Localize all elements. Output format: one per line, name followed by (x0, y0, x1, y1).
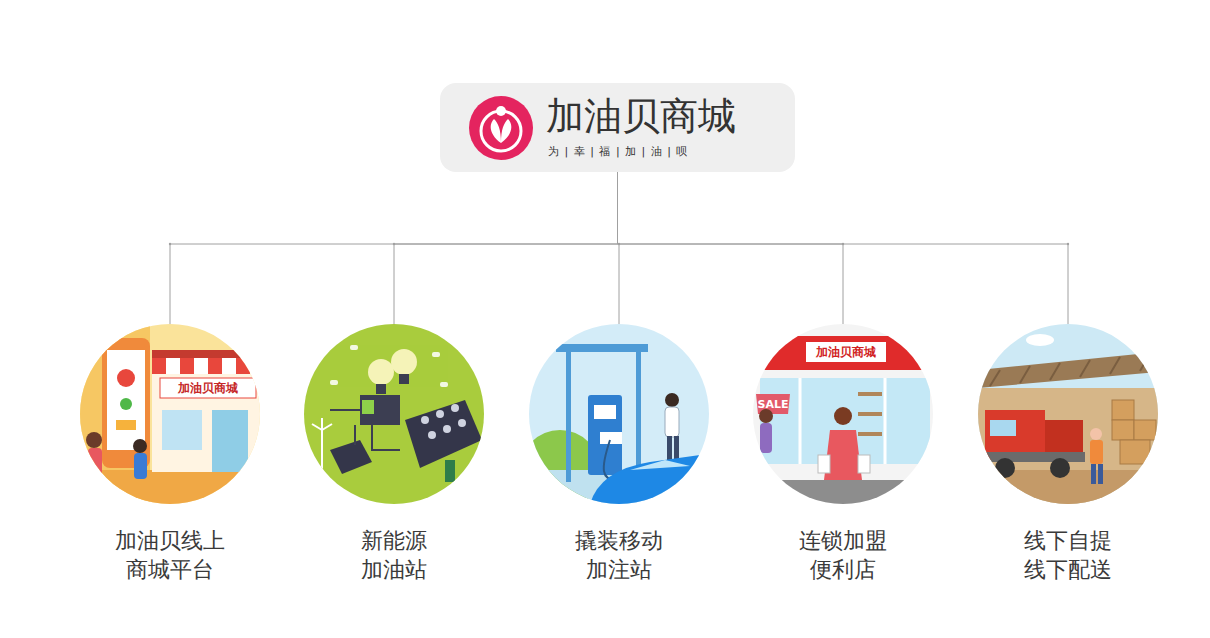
category-caption: 线下自提 线下配送 (1024, 526, 1112, 584)
tree-connector (618, 172, 1069, 324)
junction-dot (1067, 243, 1069, 245)
category-circle: 线下自提 线下配送 (958, 324, 1178, 594)
logo-disc (469, 96, 533, 160)
category-circle: 新能源 加油站 (284, 324, 504, 594)
sale-tag: SALE (758, 398, 789, 411)
category-circle: 连锁加盟 便利店 (733, 324, 953, 594)
store-illustration (753, 324, 933, 510)
junction-dot (618, 243, 620, 245)
category-circle: 加油贝线上 商城平台 (60, 324, 280, 594)
logo-bud (496, 106, 506, 116)
category-caption: 撬装移动 加注站 (575, 526, 663, 584)
junction-dot (393, 243, 395, 245)
junction-dot (169, 243, 171, 245)
logo-leaf (491, 119, 512, 143)
shop-illustration (80, 324, 262, 510)
category-caption: 加油贝线上 商城平台 (115, 526, 225, 584)
tree-connector (170, 172, 618, 324)
category-caption: 连锁加盟 便利店 (799, 526, 887, 584)
logo-box: 加油贝商城为 | 幸 | 福 | 加 | 油 | 呗 (440, 83, 795, 172)
delivery-illustration (978, 324, 1158, 510)
tree-connector (618, 172, 844, 324)
brand-slogan: 为 | 幸 | 福 | 加 | 油 | 呗 (548, 145, 689, 159)
shop-sign: 加油贝商城 (178, 380, 238, 397)
category-circle: 撬装移动 加注站 (509, 324, 729, 594)
logo-icon (468, 95, 534, 161)
brand-name: 加油贝商城 (546, 93, 736, 139)
station-illustration (520, 324, 720, 510)
junction-dot (842, 243, 844, 245)
tree-connector (394, 172, 618, 324)
shop-sign: 加油贝商城 (816, 344, 876, 361)
logo-ring (481, 111, 521, 151)
energy-illustration (304, 324, 484, 504)
category-caption: 新能源 加油站 (361, 526, 427, 584)
